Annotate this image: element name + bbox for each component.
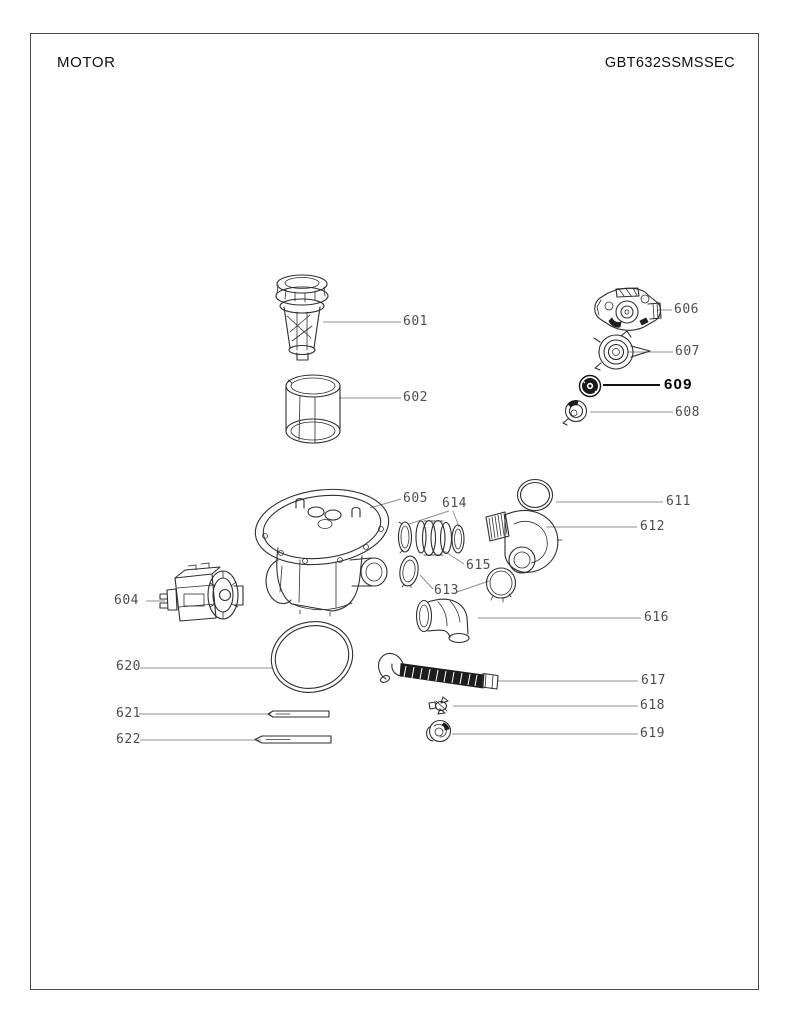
part-619-drawing[interactable] (426, 719, 452, 743)
part-label-615[interactable]: 615 (466, 558, 491, 573)
part-label-620[interactable]: 620 (116, 659, 141, 674)
part-label-614[interactable]: 614 (442, 496, 467, 511)
part-618-drawing[interactable] (428, 696, 449, 715)
part-label-613[interactable]: 613 (434, 583, 459, 598)
part-607-drawing[interactable] (593, 330, 651, 371)
part-602-drawing[interactable] (285, 374, 341, 444)
part-612-drawing[interactable] (485, 510, 563, 574)
leader-lines (139, 309, 673, 741)
part-605-drawing[interactable] (251, 482, 393, 617)
part-label-612[interactable]: 612 (640, 519, 665, 534)
part-622-drawing[interactable] (254, 735, 332, 744)
page-title: MOTOR (57, 54, 116, 71)
part-621-drawing[interactable] (267, 710, 330, 718)
part-label-608[interactable]: 608 (675, 405, 700, 420)
part-label-605[interactable]: 605 (403, 491, 428, 506)
part-label-602[interactable]: 602 (403, 390, 428, 405)
part-609-drawing[interactable] (578, 374, 602, 398)
part-613-drawing[interactable] (398, 555, 517, 603)
part-604-drawing[interactable] (159, 562, 244, 622)
part-614-615-drawing[interactable] (397, 519, 465, 557)
page-frame (30, 33, 759, 990)
part-label-618[interactable]: 618 (640, 698, 665, 713)
part-608-drawing[interactable] (562, 399, 588, 426)
part-label-609-highlighted[interactable]: 609 (664, 376, 693, 393)
part-label-606[interactable]: 606 (674, 302, 699, 317)
part-label-619[interactable]: 619 (640, 726, 665, 741)
part-label-601[interactable]: 601 (403, 314, 428, 329)
part-label-604[interactable]: 604 (114, 593, 139, 608)
part-616-drawing[interactable] (415, 598, 470, 644)
part-label-611[interactable]: 611 (666, 494, 691, 509)
part-label-622[interactable]: 622 (116, 732, 141, 747)
part-label-621[interactable]: 621 (116, 706, 141, 721)
part-label-616[interactable]: 616 (644, 610, 669, 625)
part-label-607[interactable]: 607 (675, 344, 700, 359)
part-611-drawing[interactable] (516, 478, 554, 512)
part-label-617[interactable]: 617 (641, 673, 666, 688)
part-620-drawing[interactable] (264, 613, 360, 701)
part-617-drawing[interactable] (377, 652, 499, 690)
model-number: GBT632SSMSSEC (604, 55, 735, 71)
part-601-drawing[interactable] (275, 274, 329, 361)
part-606-drawing[interactable] (594, 287, 662, 331)
